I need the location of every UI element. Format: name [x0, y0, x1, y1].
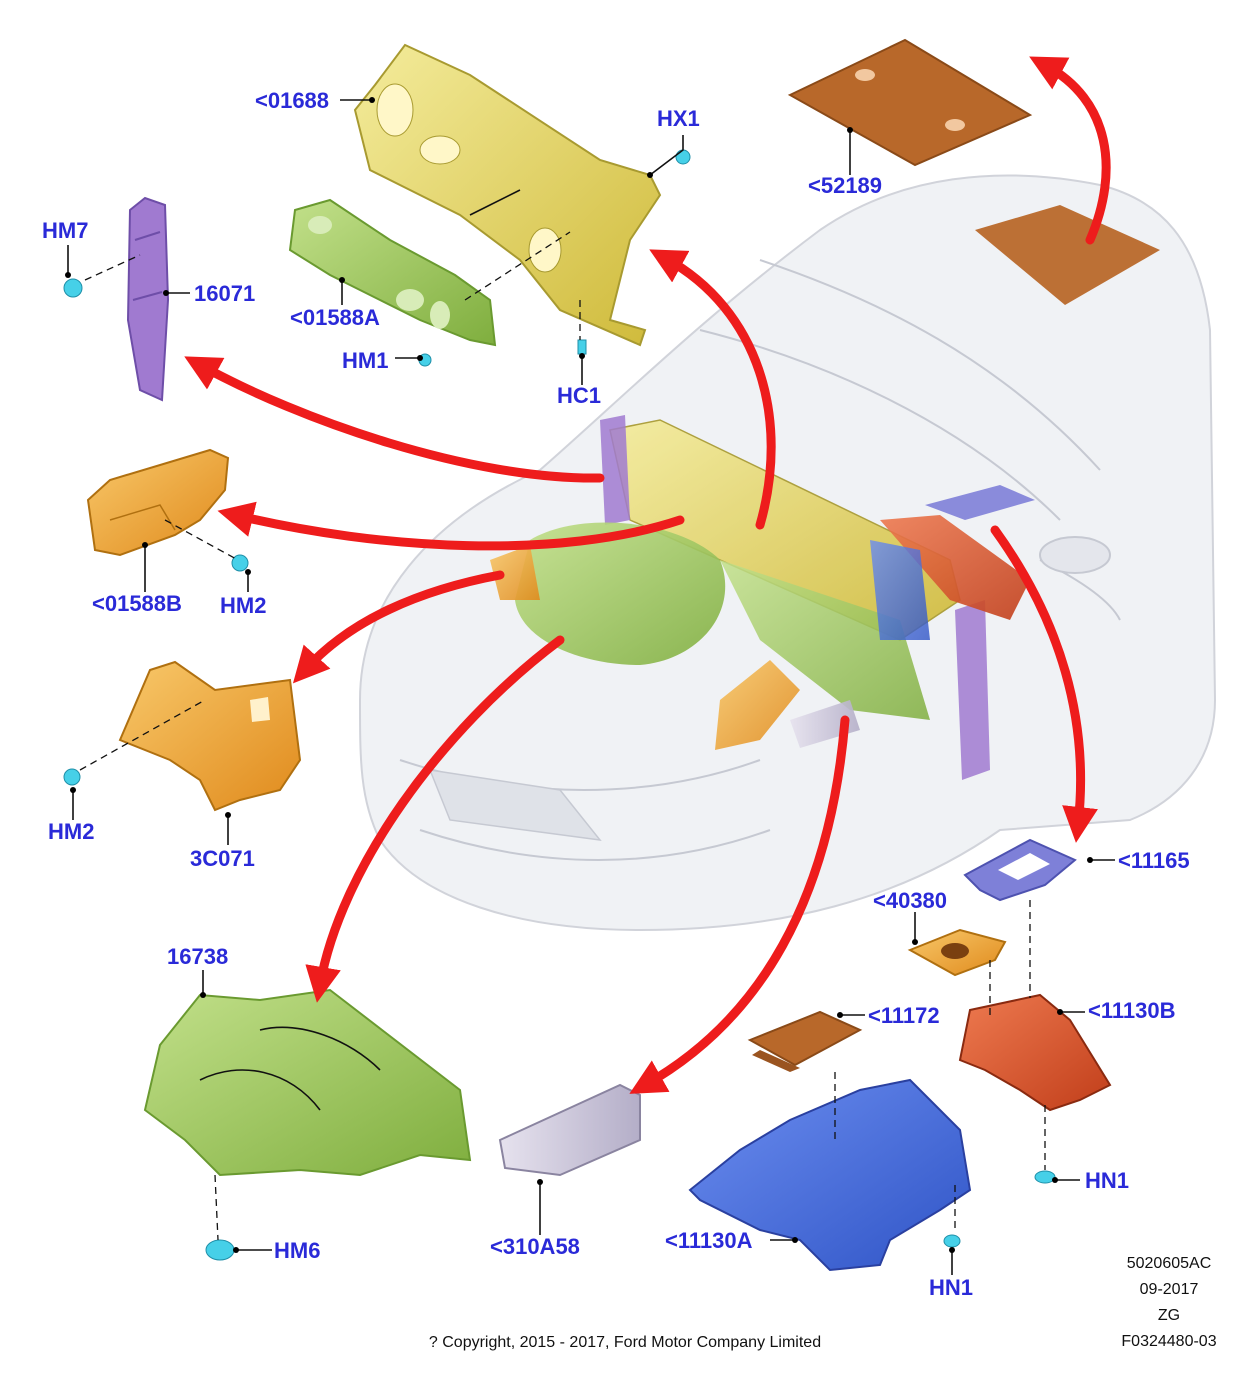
hn1a-fastener-icon [1034, 1170, 1056, 1184]
callout-hc1: HC1 [557, 383, 601, 408]
explode-arrows [184, 56, 1111, 1094]
doc-id: 5020605AC [1127, 1255, 1212, 1272]
callout-11172: <11172 [868, 1003, 940, 1028]
doc-date: 09-2017 [1140, 1281, 1199, 1298]
callout-16071: 16071 [194, 281, 255, 306]
callout-52189: <52189 [808, 173, 882, 198]
hn1b-fastener-icon [943, 1234, 961, 1248]
hm7-fastener-icon [63, 278, 83, 298]
doc-code: ZG [1158, 1307, 1180, 1324]
callout-hm2-upper: HM2 [220, 593, 266, 618]
callout-40380: <40380 [873, 888, 947, 913]
callout-16738: 16738 [167, 944, 228, 969]
hx1-fastener-icon [675, 149, 691, 165]
hm2b-fastener-icon [63, 768, 81, 786]
hm6-fastener-icon [205, 1239, 235, 1261]
leader-lines [65, 97, 1115, 1275]
callout-labels: <01688 HX1 <52189 HM7 16071 <01588A HM1 … [42, 88, 1190, 1300]
part-insulator-a [288, 198, 497, 347]
assembled-parts [490, 205, 1160, 780]
callout-310a58: <310A58 [490, 1234, 580, 1259]
part-grey-block [498, 1083, 641, 1177]
part-lavender-bracket [963, 838, 1077, 902]
callout-11130b: <11130B [1088, 998, 1175, 1023]
document-info: 5020605AC 09-2017 ZG F0324480-03 ? Copyr… [429, 1255, 1217, 1351]
callout-11165: <11165 [1118, 848, 1190, 873]
callout-01588b: <01588B [92, 591, 182, 616]
callout-hm1: HM1 [342, 348, 388, 373]
part-dash-panel [353, 43, 662, 347]
part-blue-shield [688, 1078, 972, 1272]
callout-hn1-right: HN1 [1085, 1168, 1129, 1193]
callout-hm6: HM6 [274, 1238, 320, 1263]
callout-hm2-lower: HM2 [48, 819, 94, 844]
callout-hn1-bottom: HN1 [929, 1275, 973, 1300]
callout-hm7: HM7 [42, 218, 88, 243]
hm2a-fastener-icon [231, 554, 249, 572]
part-brown-bracket [747, 1010, 863, 1072]
part-orange-large [118, 660, 302, 812]
part-orange-plate [907, 928, 1007, 977]
part-purple-panel [126, 196, 170, 402]
part-green-shield [143, 988, 472, 1177]
callout-01688: <01688 [255, 88, 329, 113]
part-brown-pad [787, 38, 1033, 167]
alignment-lines [79, 231, 1046, 1241]
hc1-fastener-icon [577, 339, 587, 355]
part-red-bracket [958, 993, 1112, 1112]
copyright-notice: ? Copyright, 2015 - 2017, Ford Motor Com… [429, 1334, 821, 1351]
part-orange-small [86, 448, 230, 557]
callout-01588a: <01588A [290, 305, 380, 330]
figure-id: F0324480-03 [1121, 1333, 1216, 1350]
callout-hx1: HX1 [657, 106, 700, 131]
callout-11130a: <11130A [665, 1228, 753, 1253]
callout-3c071: 3C071 [190, 846, 255, 871]
